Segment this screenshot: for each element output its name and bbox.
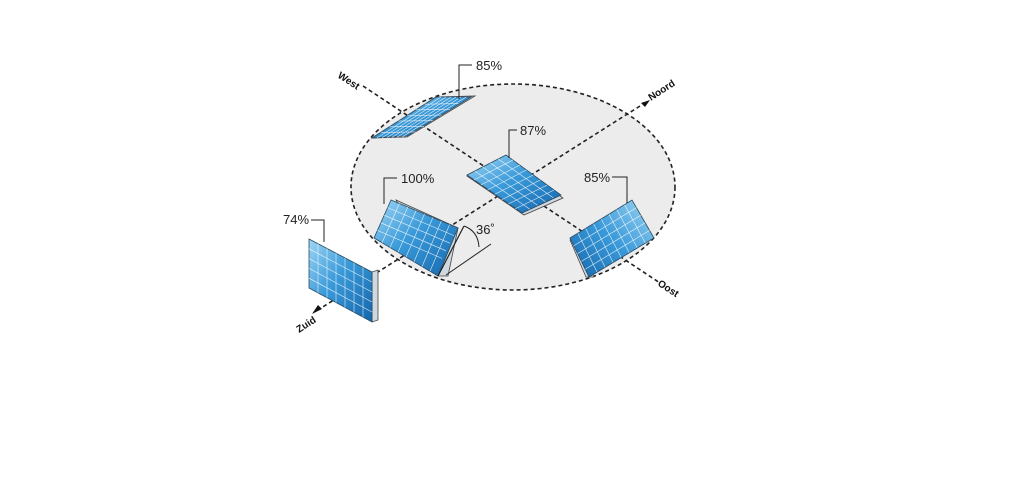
panel-label-south-tilted: 100% <box>401 171 435 186</box>
panel-west <box>370 95 477 139</box>
tilt-angle-label: 36˚ <box>476 222 495 237</box>
panel-south-tilted <box>373 199 465 277</box>
direction-east-label: Oost <box>655 278 681 300</box>
leader-85-east <box>612 176 628 203</box>
panel-east <box>569 199 655 278</box>
south-arrow-icon <box>312 305 322 314</box>
panel-label-south-vertical: 74% <box>283 212 309 227</box>
panel-label-east: 85% <box>584 170 610 185</box>
leader-85-west <box>458 64 472 99</box>
panel-flat-center <box>466 154 564 216</box>
north-arrow-icon <box>641 100 650 107</box>
leader-100 <box>383 177 397 204</box>
direction-west-label: West <box>335 70 361 93</box>
panel-south-vertical <box>308 238 379 323</box>
leader-87 <box>508 129 517 158</box>
direction-north-label: Noord <box>647 78 678 103</box>
direction-south-label: Zuid <box>295 315 319 336</box>
panel-label-west: 85% <box>476 58 502 73</box>
tilt-angle-indicator: 36˚ <box>445 222 495 276</box>
leader-74 <box>311 219 325 242</box>
panel-label-flat-center: 87% <box>520 123 546 138</box>
